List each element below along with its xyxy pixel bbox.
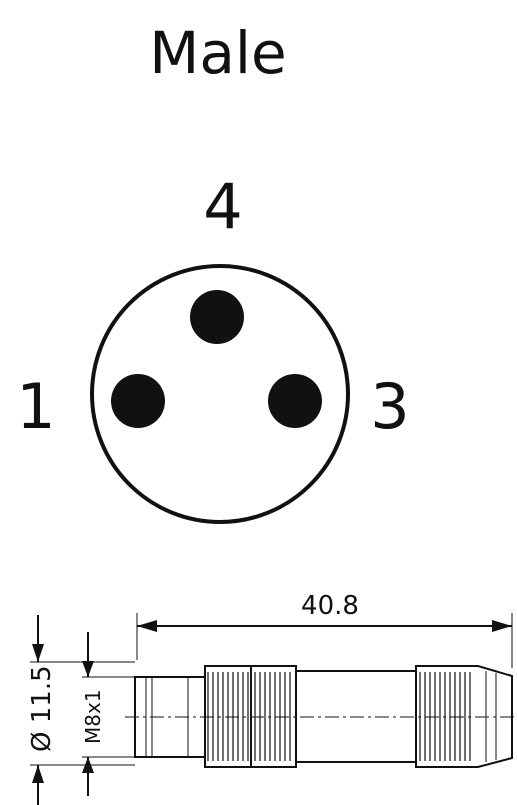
length-dimension: 40.8 bbox=[136, 591, 513, 668]
connector-body bbox=[125, 665, 517, 768]
diameter-dimension: Ø 11.5 bbox=[27, 615, 135, 805]
pin-label-3: 3 bbox=[370, 370, 409, 443]
diagram-title: Male bbox=[149, 19, 286, 87]
thread-dimension: M8x1 bbox=[81, 632, 135, 796]
pin-1 bbox=[111, 374, 165, 428]
pin-label-1: 1 bbox=[16, 370, 55, 443]
connector-face-outline bbox=[90, 264, 350, 524]
length-value: 40.8 bbox=[301, 591, 359, 621]
pin-3 bbox=[268, 374, 322, 428]
thread-value: M8x1 bbox=[81, 689, 105, 744]
pin-face-view: 4 1 3 bbox=[16, 170, 410, 524]
pin-label-4: 4 bbox=[203, 170, 242, 243]
diameter-value: Ø 11.5 bbox=[27, 665, 57, 752]
pin-4 bbox=[190, 290, 244, 344]
connector-side-view: 40.8 Ø 11.5 M8x1 bbox=[27, 591, 517, 805]
